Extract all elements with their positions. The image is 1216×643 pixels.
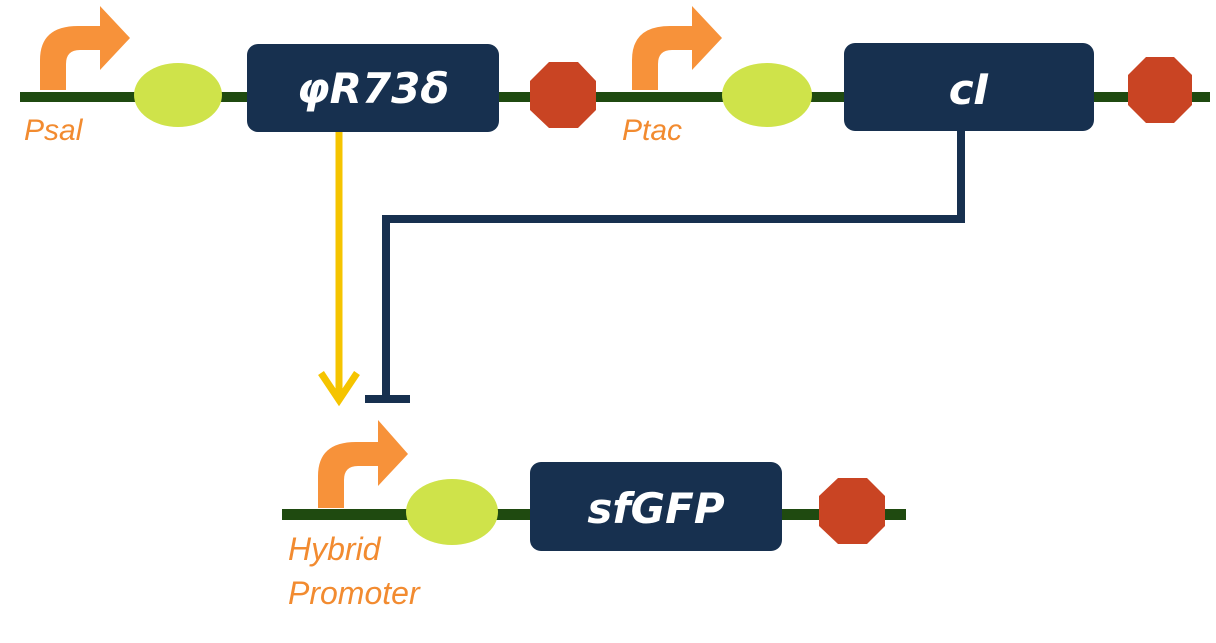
repression-line (365, 131, 965, 403)
psal-promoter-label: Psal (24, 114, 84, 147)
rbs-icon-top-right (722, 63, 812, 127)
terminator-icon-top-left (530, 62, 596, 128)
hybrid-promoter-label-line2: Promoter (288, 575, 421, 611)
phi-r73-delta-gene: φR73δ (247, 44, 499, 132)
ci-gene-label: cI (949, 65, 990, 114)
hybrid-promoter-icon (318, 420, 408, 508)
ptac-promoter-label: Ptac (622, 114, 682, 147)
rbs-icon-bottom (406, 479, 498, 545)
dna-backbone-top (20, 92, 1210, 102)
terminator-icon-bottom (819, 478, 885, 544)
ci-gene: cI (844, 43, 1094, 131)
phi-r73-delta-gene-label: φR73δ (297, 64, 450, 113)
sfgfp-gene: sfGFP (530, 462, 782, 551)
activation-arrow (318, 132, 360, 407)
ptac-promoter-icon (632, 6, 722, 90)
terminator-icon-top-right (1128, 57, 1192, 123)
sfgfp-gene-label: sfGFP (587, 484, 724, 533)
rbs-icon-top-left (134, 63, 222, 127)
hybrid-promoter-label-line1: Hybrid (288, 531, 382, 567)
psal-promoter-icon (40, 6, 130, 90)
